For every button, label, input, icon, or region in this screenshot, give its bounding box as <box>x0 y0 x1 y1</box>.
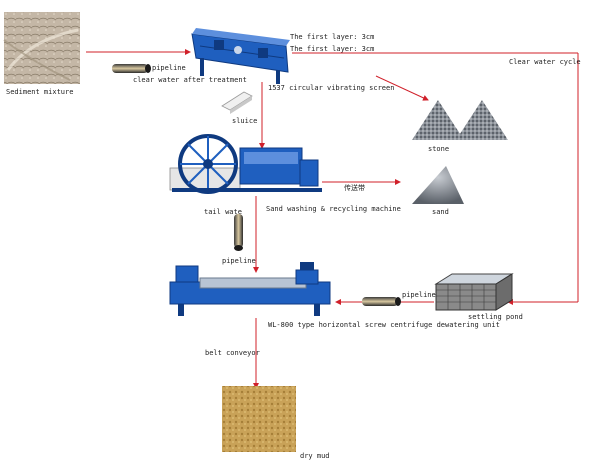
label-clear-water-after-treatment: clear water after treatment <box>133 76 247 84</box>
sediment-mixture-image <box>3 12 80 84</box>
label-stone: stone <box>428 145 450 153</box>
label-first-layer-b: The first layer: 3cm <box>290 45 375 53</box>
pipeline-top-icon <box>112 64 151 73</box>
label-tail-wate: tail wate <box>204 208 242 216</box>
label-settling-pond: settling pond <box>468 313 523 321</box>
label-belt-conveyor: belt conveyor <box>205 349 260 357</box>
stone-pile-right <box>456 100 508 140</box>
flow-lines <box>86 49 579 389</box>
label-clear-water-cycle: Clear water cycle <box>509 58 581 66</box>
centrifuge-machine <box>169 262 331 316</box>
label-pipeline-top: pipeline <box>152 64 186 72</box>
sand-pile <box>412 166 464 204</box>
label-centrifuge: WL-800 type horizontal screw centrifuge … <box>268 321 500 329</box>
sluice-image <box>221 91 253 114</box>
label-vibrating-screen: 1537 circular vibrating screen <box>268 84 395 92</box>
label-dry-mud: dry mud <box>300 452 330 460</box>
label-sediment-mixture: Sediment mixture <box>6 88 74 96</box>
label-sand-washing-machine: Sand washing & recycling machine <box>266 205 401 213</box>
settling-pond <box>434 273 514 311</box>
label-first-layer-a: The first layer: 3cm <box>290 33 375 41</box>
vibrating-screen-machine <box>191 28 290 84</box>
label-pipeline-mid: pipeline <box>222 257 256 265</box>
label-conveyor-cn: 传送带 <box>344 184 365 192</box>
screen-to-stone-line <box>375 75 429 101</box>
label-sand: sand <box>432 208 449 216</box>
dry-mud-image <box>222 386 296 452</box>
pipeline-mid-icon <box>234 214 243 251</box>
stone-pile-left <box>412 100 464 140</box>
sand-washing-machine <box>169 134 322 194</box>
pipeline-right-icon <box>362 297 401 306</box>
label-pipeline-right: pipeline <box>402 291 436 299</box>
label-sluice: sluice <box>232 117 258 125</box>
